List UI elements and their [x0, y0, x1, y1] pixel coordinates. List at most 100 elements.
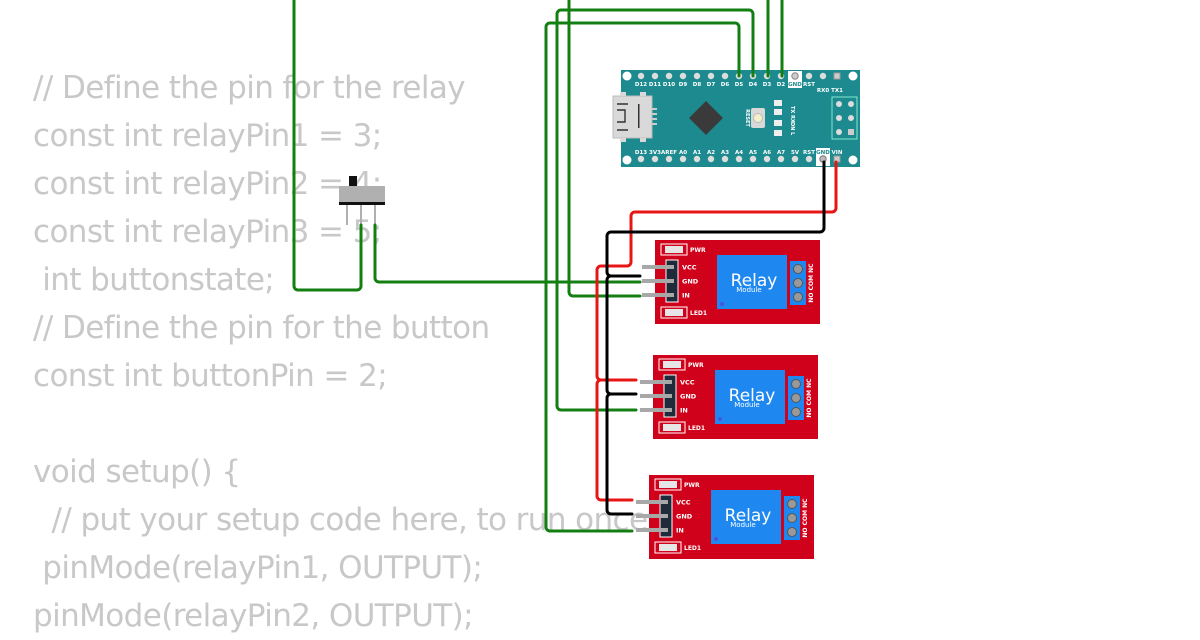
terminal-screw[interactable] [793, 264, 803, 274]
mounting-hole [622, 71, 632, 81]
pin-gnd[interactable] [642, 279, 674, 283]
pin-label: 3V3 [649, 150, 661, 156]
terminal-screw[interactable] [787, 513, 797, 523]
switch-handle[interactable] [349, 176, 357, 186]
wire-switch-left[interactable] [292, 0, 363, 292]
pin-in[interactable] [640, 408, 672, 412]
pin-label: RST [803, 150, 815, 156]
wire-vin[interactable] [595, 160, 838, 382]
pin-3V3[interactable] [651, 155, 659, 163]
pin-vcc[interactable] [640, 380, 672, 384]
pin-label: D7 [707, 82, 716, 88]
slide-switch[interactable] [339, 176, 385, 225]
code-line: const int relayPin2 = 4; [33, 166, 382, 202]
pin-label: D10 [663, 82, 675, 88]
pin-label: RX0 [817, 88, 829, 94]
pin-GND[interactable] [791, 72, 799, 80]
terminal-screw[interactable] [793, 278, 803, 288]
pin-gnd[interactable] [640, 394, 672, 398]
led1-label: LED1 [690, 310, 707, 317]
pin-label: VCC [676, 499, 691, 507]
wire-gnd[interactable] [605, 160, 826, 278]
wire-d3-down[interactable] [567, 0, 642, 298]
terminal-labels: NO COM NC [808, 263, 815, 303]
terminal-screw[interactable] [787, 527, 797, 537]
terminal-screw[interactable] [787, 499, 797, 509]
pin-D13[interactable] [637, 155, 645, 163]
wire-vcc-relay3[interactable] [595, 378, 634, 502]
pin-RST[interactable] [805, 155, 813, 163]
terminal-screw[interactable] [793, 292, 803, 302]
pin-label: D9 [679, 82, 688, 88]
pin-label: A3 [721, 150, 729, 156]
relay-subtitle: Module [734, 401, 759, 409]
code-line: void setup() { [33, 454, 241, 490]
pin-5V[interactable] [791, 155, 799, 163]
pin-A5[interactable] [749, 155, 757, 163]
pin-label: A0 [679, 150, 687, 156]
pin-label: A7 [777, 150, 785, 156]
relay-title: Relay [725, 506, 772, 526]
terminal-labels: NO COM NC [802, 498, 809, 538]
wire-switch-to-relay1-gnd[interactable] [373, 223, 642, 284]
wire-d4-relay2-in[interactable] [555, 8, 755, 412]
terminal-screw[interactable] [791, 407, 801, 417]
pin-D8[interactable] [693, 72, 701, 80]
pin-RST[interactable] [805, 72, 813, 80]
code-line: const int relayPin3 = 5; [33, 214, 382, 250]
pin-gnd[interactable] [636, 514, 668, 518]
pin-D10[interactable] [665, 72, 673, 80]
pin-label: D6 [721, 82, 730, 88]
pin-D11[interactable] [651, 72, 659, 80]
mounting-hole [622, 155, 632, 165]
reset-button[interactable] [751, 108, 765, 128]
pin-in[interactable] [642, 293, 674, 297]
pin-label: GND [680, 393, 697, 401]
pin-label: D11 [649, 82, 661, 88]
terminal-screw[interactable] [791, 379, 801, 389]
pin-label: A4 [735, 150, 743, 156]
pwr-label: PWR [688, 362, 704, 369]
pin-AREF[interactable] [665, 155, 673, 163]
wire-d5-relay3-in[interactable] [544, 21, 741, 533]
pin-in[interactable] [636, 528, 668, 532]
pin-D7[interactable] [707, 72, 715, 80]
pin-D6[interactable] [721, 72, 729, 80]
pin-label: GND [788, 82, 802, 88]
code-line: // Define the pin for the relay [33, 70, 466, 106]
pin-vcc[interactable] [642, 265, 674, 269]
led1-label: LED1 [688, 425, 705, 432]
pin-label: A5 [749, 150, 757, 156]
pin-label: RST [803, 82, 815, 88]
pin-label: VCC [682, 264, 697, 272]
pin-D9[interactable] [679, 72, 687, 80]
pin-D12[interactable] [637, 72, 645, 80]
led1 [663, 424, 681, 431]
code-line: pinMode(relayPin1, OUTPUT); [33, 550, 483, 586]
relay-title: Relay [731, 271, 778, 291]
mounting-hole [848, 71, 858, 81]
led1-label: LED1 [684, 545, 701, 552]
pin-vcc[interactable] [636, 500, 668, 504]
pin-TX1[interactable] [833, 72, 841, 80]
pin-A1[interactable] [693, 155, 701, 163]
wire-gnd-relay2[interactable] [605, 274, 638, 396]
pin-A4[interactable] [735, 155, 743, 163]
pin-A2[interactable] [707, 155, 715, 163]
pin-label: IN [680, 407, 688, 415]
pin-A7[interactable] [777, 155, 785, 163]
terminal-screw[interactable] [791, 393, 801, 403]
mounting-hole [848, 155, 858, 165]
wire-gnd-relay3[interactable] [605, 392, 634, 516]
pin-A3[interactable] [721, 155, 729, 163]
pin-label: D5 [735, 82, 744, 88]
pwr-led [659, 481, 677, 488]
pin-label: A6 [763, 150, 771, 156]
pin-A6[interactable] [763, 155, 771, 163]
pin-RX0[interactable] [819, 72, 827, 80]
pin-A0[interactable] [679, 155, 687, 163]
